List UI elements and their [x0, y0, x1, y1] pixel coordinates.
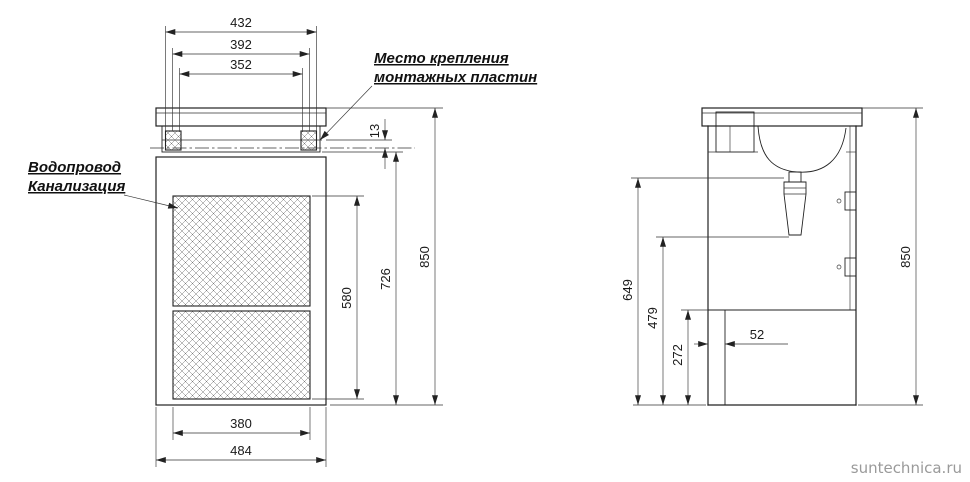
leader-line [319, 85, 373, 141]
plumbing-label-line1: Водопровод [28, 159, 121, 176]
side-dim-850: 850 [898, 246, 913, 268]
countertop-front [155, 107, 327, 127]
side-dim-649: 649 [620, 279, 635, 301]
front-dim-850: 850 [417, 246, 432, 268]
watermark: suntechnica.ru [851, 459, 962, 477]
hinge-screw [836, 198, 842, 204]
mounting-band [161, 125, 321, 153]
front-view: 432 392 352 13 580 726 850 380 484 Ме [28, 15, 537, 467]
front-dim-432: 432 [230, 15, 252, 30]
front-dim-352: 352 [230, 57, 252, 72]
basin-profile [757, 125, 847, 173]
siphon-body [783, 181, 807, 236]
hinge-lower [844, 257, 857, 277]
door-panel-lower [172, 310, 311, 400]
side-dim-52: 52 [750, 327, 764, 342]
mounting-bracket-left [164, 130, 182, 151]
leader-line [123, 194, 179, 209]
front-dim-13: 13 [367, 124, 382, 138]
front-dim-380: 380 [230, 416, 252, 431]
plumbing-label-line2: Канализация [28, 178, 125, 195]
cabinet-body-front [155, 156, 327, 406]
mounting-bracket-right [300, 130, 318, 151]
drain-fitting [788, 171, 802, 183]
mounting-label-line2: монтажных пластин [374, 69, 537, 86]
side-view: 649 479 272 52 850 [620, 107, 923, 406]
side-dim-272: 272 [670, 344, 685, 366]
door-panel-upper [172, 195, 311, 307]
front-dim-580: 580 [339, 287, 354, 309]
hinge-upper [844, 191, 857, 211]
side-dim-479: 479 [645, 307, 660, 329]
front-dim-726: 726 [378, 268, 393, 290]
mounting-plate-side [715, 111, 755, 153]
hinge-screw [836, 264, 842, 270]
mounting-label-line1: Место крепления [374, 50, 509, 67]
countertop-side [701, 107, 863, 127]
front-dim-484: 484 [230, 443, 252, 458]
front-dim-392: 392 [230, 37, 252, 52]
